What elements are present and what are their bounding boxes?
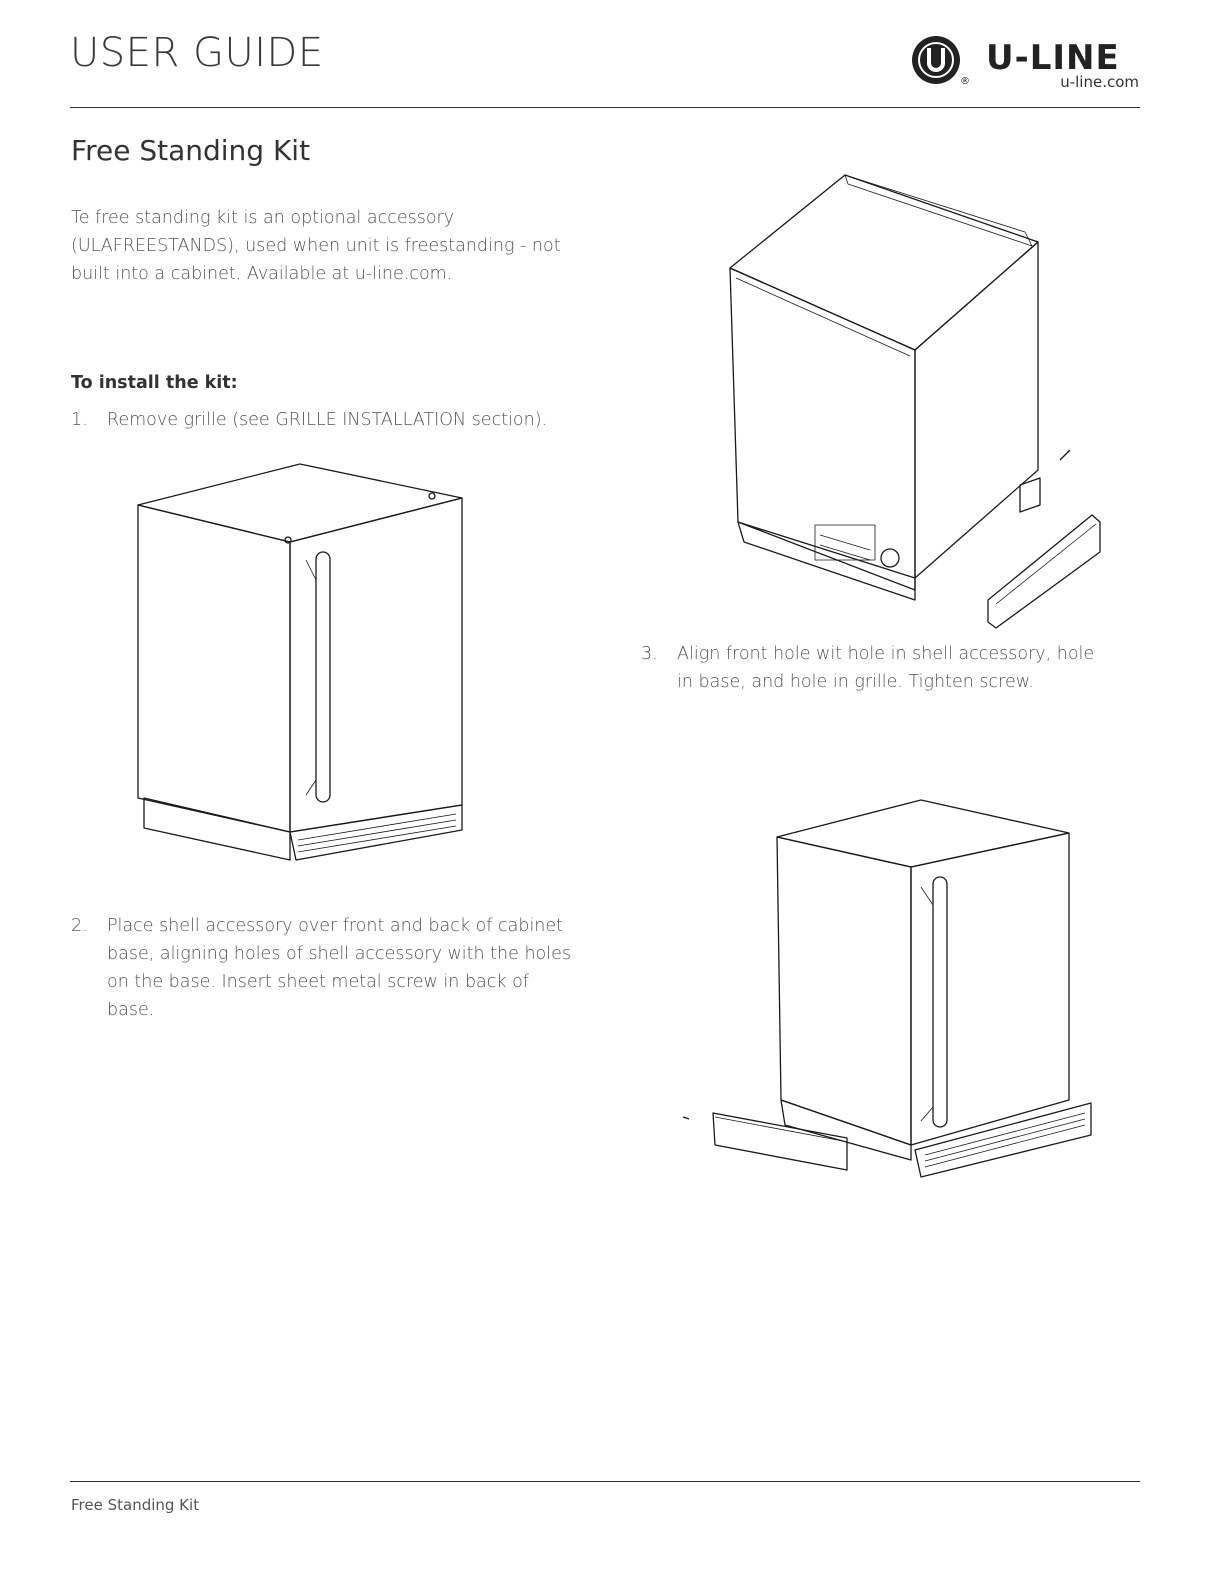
footer-rule xyxy=(70,1481,1140,1482)
step-2: 2. Place shell accessory over front and … xyxy=(71,912,571,1024)
step-text: Remove grille (see GRILLE INSTALLATION s… xyxy=(107,410,548,430)
step-3: 3. Align front hole wit hole in shell ac… xyxy=(641,640,1111,696)
step-number: 3. xyxy=(641,644,658,664)
brand-wordmark: U-LINE xyxy=(986,38,1120,78)
step-text: Align front hole wit hole in shell acces… xyxy=(677,644,1095,692)
step-number: 1. xyxy=(71,410,88,430)
fridge-illustration-step-3 xyxy=(682,799,1092,1178)
page-header-title: USER GUIDE xyxy=(70,30,324,76)
install-subhead: To install the kit: xyxy=(71,373,238,393)
svg-text:®: ® xyxy=(960,76,970,87)
step-text: Place shell accessory over front and bac… xyxy=(107,916,572,1020)
brand-url: u-line.com xyxy=(1060,73,1139,91)
intro-paragraph: Te free standing kit is an optional acce… xyxy=(71,208,561,284)
step-1: 1. Remove grille (see GRILLE INSTALLATIO… xyxy=(71,406,571,434)
section-title: Free Standing Kit xyxy=(71,134,311,167)
footer-text: Free Standing Kit xyxy=(71,1496,200,1514)
u-line-logo-icon: ® xyxy=(912,36,970,87)
step-number: 2. xyxy=(71,916,88,936)
header-rule xyxy=(70,107,1140,108)
fridge-illustration-step-1 xyxy=(137,463,463,861)
cabinet-illustration-step-2 xyxy=(729,174,1101,629)
